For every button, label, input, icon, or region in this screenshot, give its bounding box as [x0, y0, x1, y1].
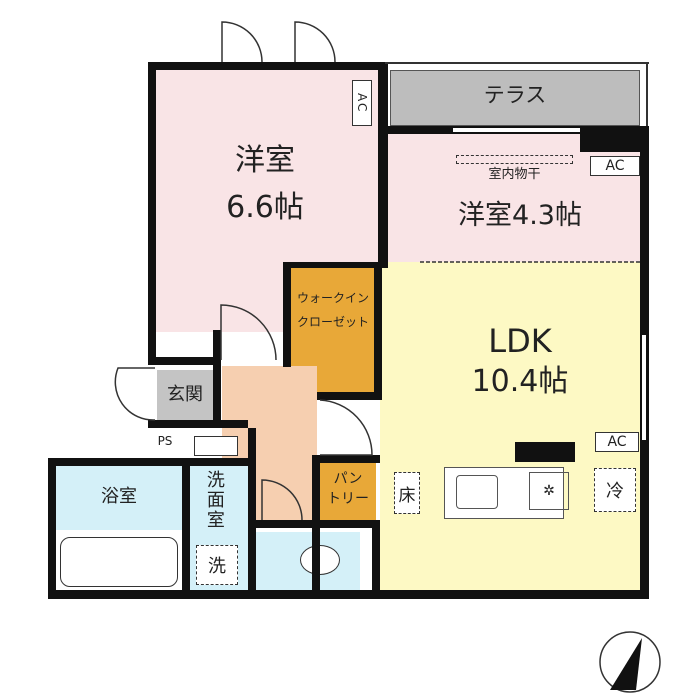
walk-in-closet-line1: ウォークイン	[296, 291, 369, 305]
fridge-space: 冷	[594, 468, 636, 512]
north-compass-icon	[599, 631, 661, 693]
ps-label: PS	[157, 434, 173, 448]
western-room-1-size: 6.6帖	[226, 190, 304, 225]
indoor-drying-label: 室内物干	[488, 167, 541, 182]
ldk	[380, 262, 640, 590]
door-swing	[220, 304, 277, 361]
entrance-door-swing	[114, 367, 156, 421]
terrace-label: テラス	[483, 83, 547, 107]
pantry-line2: トリー	[327, 491, 369, 507]
ac-unit-vertical: AC	[352, 80, 372, 126]
sink-icon	[456, 475, 498, 509]
bathroom	[56, 466, 182, 530]
walk-in-closet-line2: クローゼット	[296, 315, 369, 329]
door-swing	[261, 479, 303, 521]
western-room-1-name: 洋室	[235, 143, 295, 178]
washroom-label: 洗面室	[203, 470, 225, 530]
toilet-bowl	[300, 545, 340, 575]
pantry	[320, 462, 376, 520]
bathtub	[60, 537, 178, 587]
bathroom-label: 浴室	[101, 486, 137, 507]
stove-icon: ✲	[529, 472, 569, 510]
drying-rod-icon	[456, 155, 573, 164]
terrace	[390, 70, 640, 126]
door-swing	[294, 21, 336, 63]
washer-space: 洗	[196, 545, 238, 585]
ldk-size: 10.4帖	[471, 364, 569, 399]
kitchen-counter	[444, 467, 564, 519]
door-swing	[319, 399, 373, 456]
ldk-name: LDK	[488, 322, 552, 360]
western-room-2-label: 洋室4.3帖	[458, 200, 582, 231]
entrance	[157, 370, 213, 425]
vanity-sink	[194, 436, 238, 456]
floor-heating-marker: 床	[394, 472, 420, 514]
entrance-label: 玄関	[167, 384, 203, 405]
pantry-line1: パン	[333, 471, 363, 487]
ac-unit-ldk: AC	[595, 432, 639, 452]
ac-unit-room2: AC	[590, 156, 640, 176]
door-swing	[221, 21, 263, 63]
